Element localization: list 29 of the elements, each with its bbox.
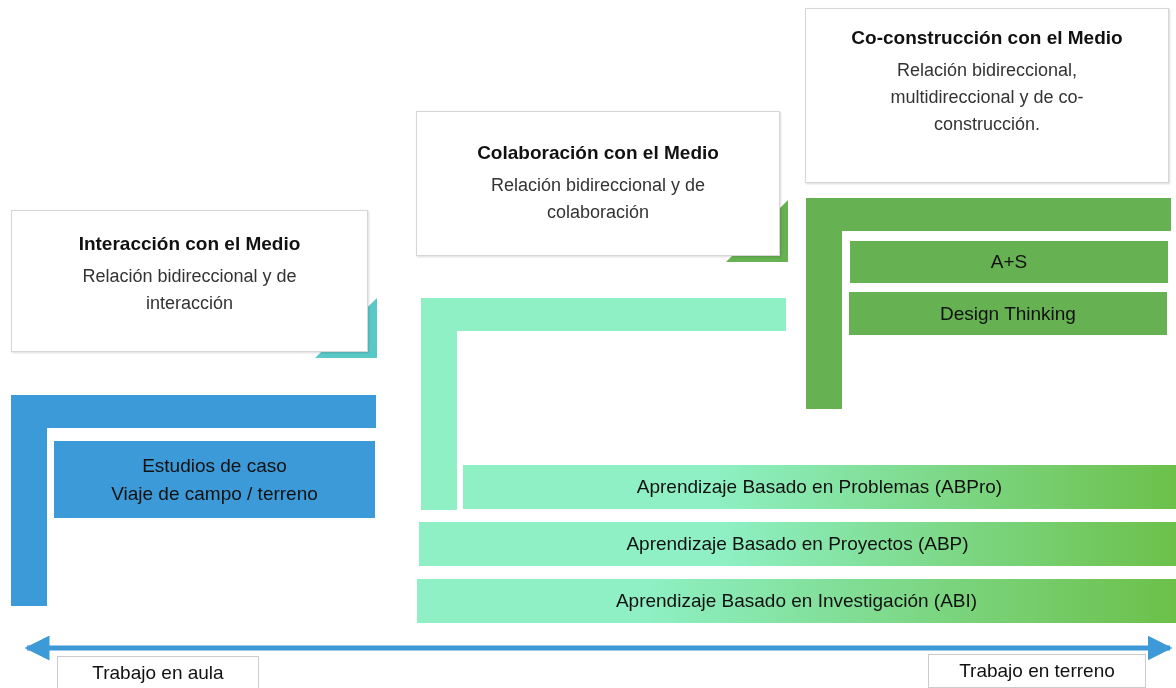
card-description: Relación bidireccional y de interacción (81, 265, 298, 315)
method-label: Viaje de campo / terreno (111, 481, 318, 506)
method-bar (849, 292, 1167, 335)
card-description: Relación bidireccional y de colaboración (489, 174, 707, 224)
stage-card (416, 111, 780, 256)
method-label: A+S (990, 250, 1028, 275)
card-description: Relación bidireccional, multidireccional y de co-construcción. (889, 59, 1085, 136)
scale-label-box (57, 656, 259, 688)
scale-label-box (928, 654, 1146, 688)
method-label: Design Thinking (940, 301, 1076, 326)
method-label: Aprendizaje Basado en Investigación (ABI) (615, 589, 978, 614)
card-heading: Co-construcción con el Medio (851, 27, 1123, 49)
method-label: Estudios de caso (142, 453, 287, 478)
method-label: Aprendizaje Basado en Problemas (ABPro) (636, 475, 1003, 500)
card-heading: Colaboración con el Medio (477, 142, 719, 164)
l-shaped-bracket (806, 198, 1171, 409)
method-bar (54, 441, 375, 518)
method-label: Aprendizaje Basado en Proyectos (ABP) (626, 532, 969, 557)
method-bar (419, 522, 1176, 566)
stage-card (11, 210, 368, 352)
double-headed-arrow (24, 635, 1173, 661)
method-bar (417, 579, 1176, 623)
method-bar (850, 241, 1168, 283)
label-text: Trabajo en aula (92, 662, 224, 684)
stage-card (805, 8, 1169, 183)
label-text: Trabajo en terreno (959, 660, 1115, 682)
method-bar (463, 465, 1176, 509)
card-heading: Interacción con el Medio (78, 233, 301, 255)
l-shaped-bracket (11, 395, 376, 606)
